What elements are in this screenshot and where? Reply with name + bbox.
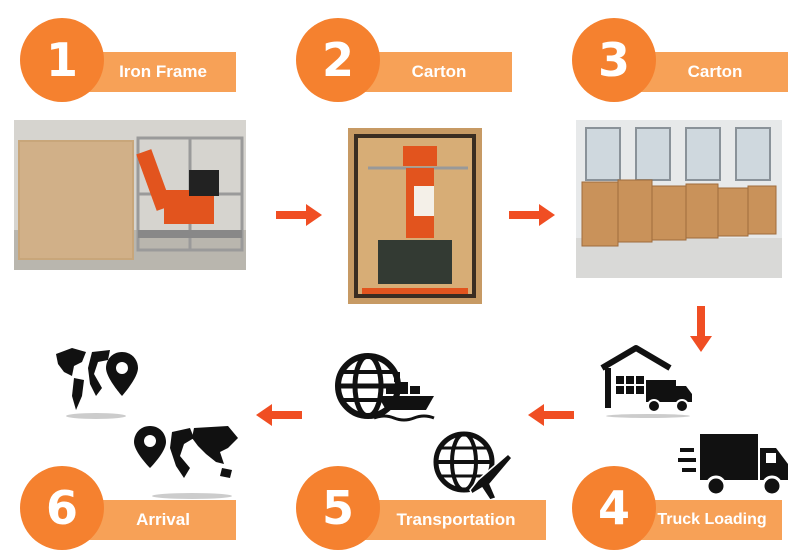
step-number: 1 <box>20 18 104 102</box>
step-number: 4 <box>572 466 656 550</box>
warehouse-cartons-photo <box>576 120 782 278</box>
warehouse-truck-icon <box>598 340 694 418</box>
delivery-truck-icon <box>678 426 792 502</box>
step-4: 4 Truck Loading <box>572 466 795 556</box>
world-map-pin-icon <box>52 344 142 420</box>
step-label: Truck Loading <box>632 500 782 540</box>
world-map-pin-icon <box>132 418 242 500</box>
step-label: Iron Frame <box>80 52 236 92</box>
carton-photo <box>348 128 482 304</box>
arrow-down-icon <box>690 306 712 352</box>
step-number: 3 <box>572 18 656 102</box>
globe-ship-icon <box>334 352 438 428</box>
step-5: 5 Transportation <box>296 466 546 556</box>
step-label: Carton <box>356 52 512 92</box>
arrow-left-icon <box>256 404 302 426</box>
step-number: 5 <box>296 466 380 550</box>
step-label: Arrival <box>80 500 236 540</box>
step-label: Transportation <box>356 500 546 540</box>
step-2: 2 Carton <box>296 18 526 108</box>
step-number: 6 <box>20 466 104 550</box>
step-1: 1 Iron Frame <box>20 18 250 108</box>
step-label: Carton <box>632 52 788 92</box>
arrow-left-icon <box>528 404 574 426</box>
arrow-right-icon <box>509 204 555 226</box>
step-number: 2 <box>296 18 380 102</box>
step-6: 6 Arrival <box>20 466 250 556</box>
arrow-right-icon <box>276 204 322 226</box>
iron-frame-photo <box>14 120 246 270</box>
step-3: 3 Carton <box>572 18 795 108</box>
globe-plane-icon <box>432 428 512 504</box>
